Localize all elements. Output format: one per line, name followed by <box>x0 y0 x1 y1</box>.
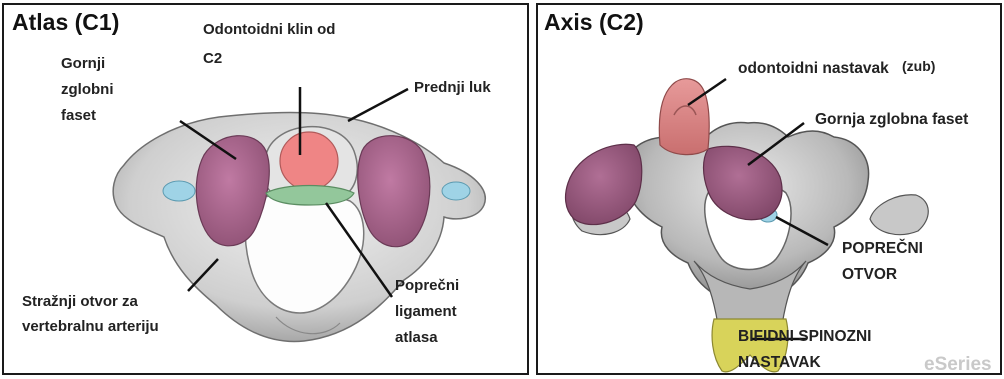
label-foramen-2: vertebralnu arteriju <box>22 318 159 337</box>
label-spinous-2: NASTAVAK <box>738 353 821 372</box>
atlas-transverse-ligament <box>266 186 354 206</box>
label-odontoid-line1: Odontoidni klin od <box>203 21 335 40</box>
label-foramen-1: Stražnji otvor za <box>22 293 138 312</box>
atlas-dens-circle <box>280 132 338 190</box>
label-spinous-1: BIFIDNI SPINOZNI <box>738 327 871 346</box>
watermark: eSeries <box>924 353 992 375</box>
axis-facet-left <box>566 144 642 224</box>
label-dens: odontoidni nastavak <box>738 59 889 78</box>
label-anterior-arch: Prednji luk <box>414 79 491 98</box>
leader-anterior-arch <box>348 89 408 121</box>
label-superior-facet-1: Gornji <box>61 55 105 74</box>
label-ligament-2: ligament <box>395 303 457 322</box>
axis-title: Axis (C2) <box>544 8 644 37</box>
atlas-title: Atlas (C1) <box>12 8 119 37</box>
label-superior-facet-2: zglobni <box>61 81 114 100</box>
label-ligament-1: Poprečni <box>395 277 459 296</box>
axis-dens <box>659 79 709 155</box>
atlas-foramen-left <box>163 181 195 201</box>
atlas-panel: Atlas (C1) Odontoidni klin od C2 Gornji … <box>2 3 529 375</box>
label-odontoid-line2: C2 <box>203 50 222 69</box>
label-transverse-foramen-1: POPREČNI <box>842 239 923 258</box>
label-transverse-foramen-2: OTVOR <box>842 265 897 284</box>
label-ligament-3: atlasa <box>395 329 438 348</box>
label-axis-superior-facet: Gornja zglobna faset <box>815 110 968 129</box>
label-superior-facet-3: faset <box>61 107 96 126</box>
label-dens-note: (zub) <box>902 58 935 76</box>
atlas-foramen-right <box>442 182 470 200</box>
axis-panel: Axis (C2) odontoidni nastavak (zub) Gorn… <box>536 3 1002 375</box>
